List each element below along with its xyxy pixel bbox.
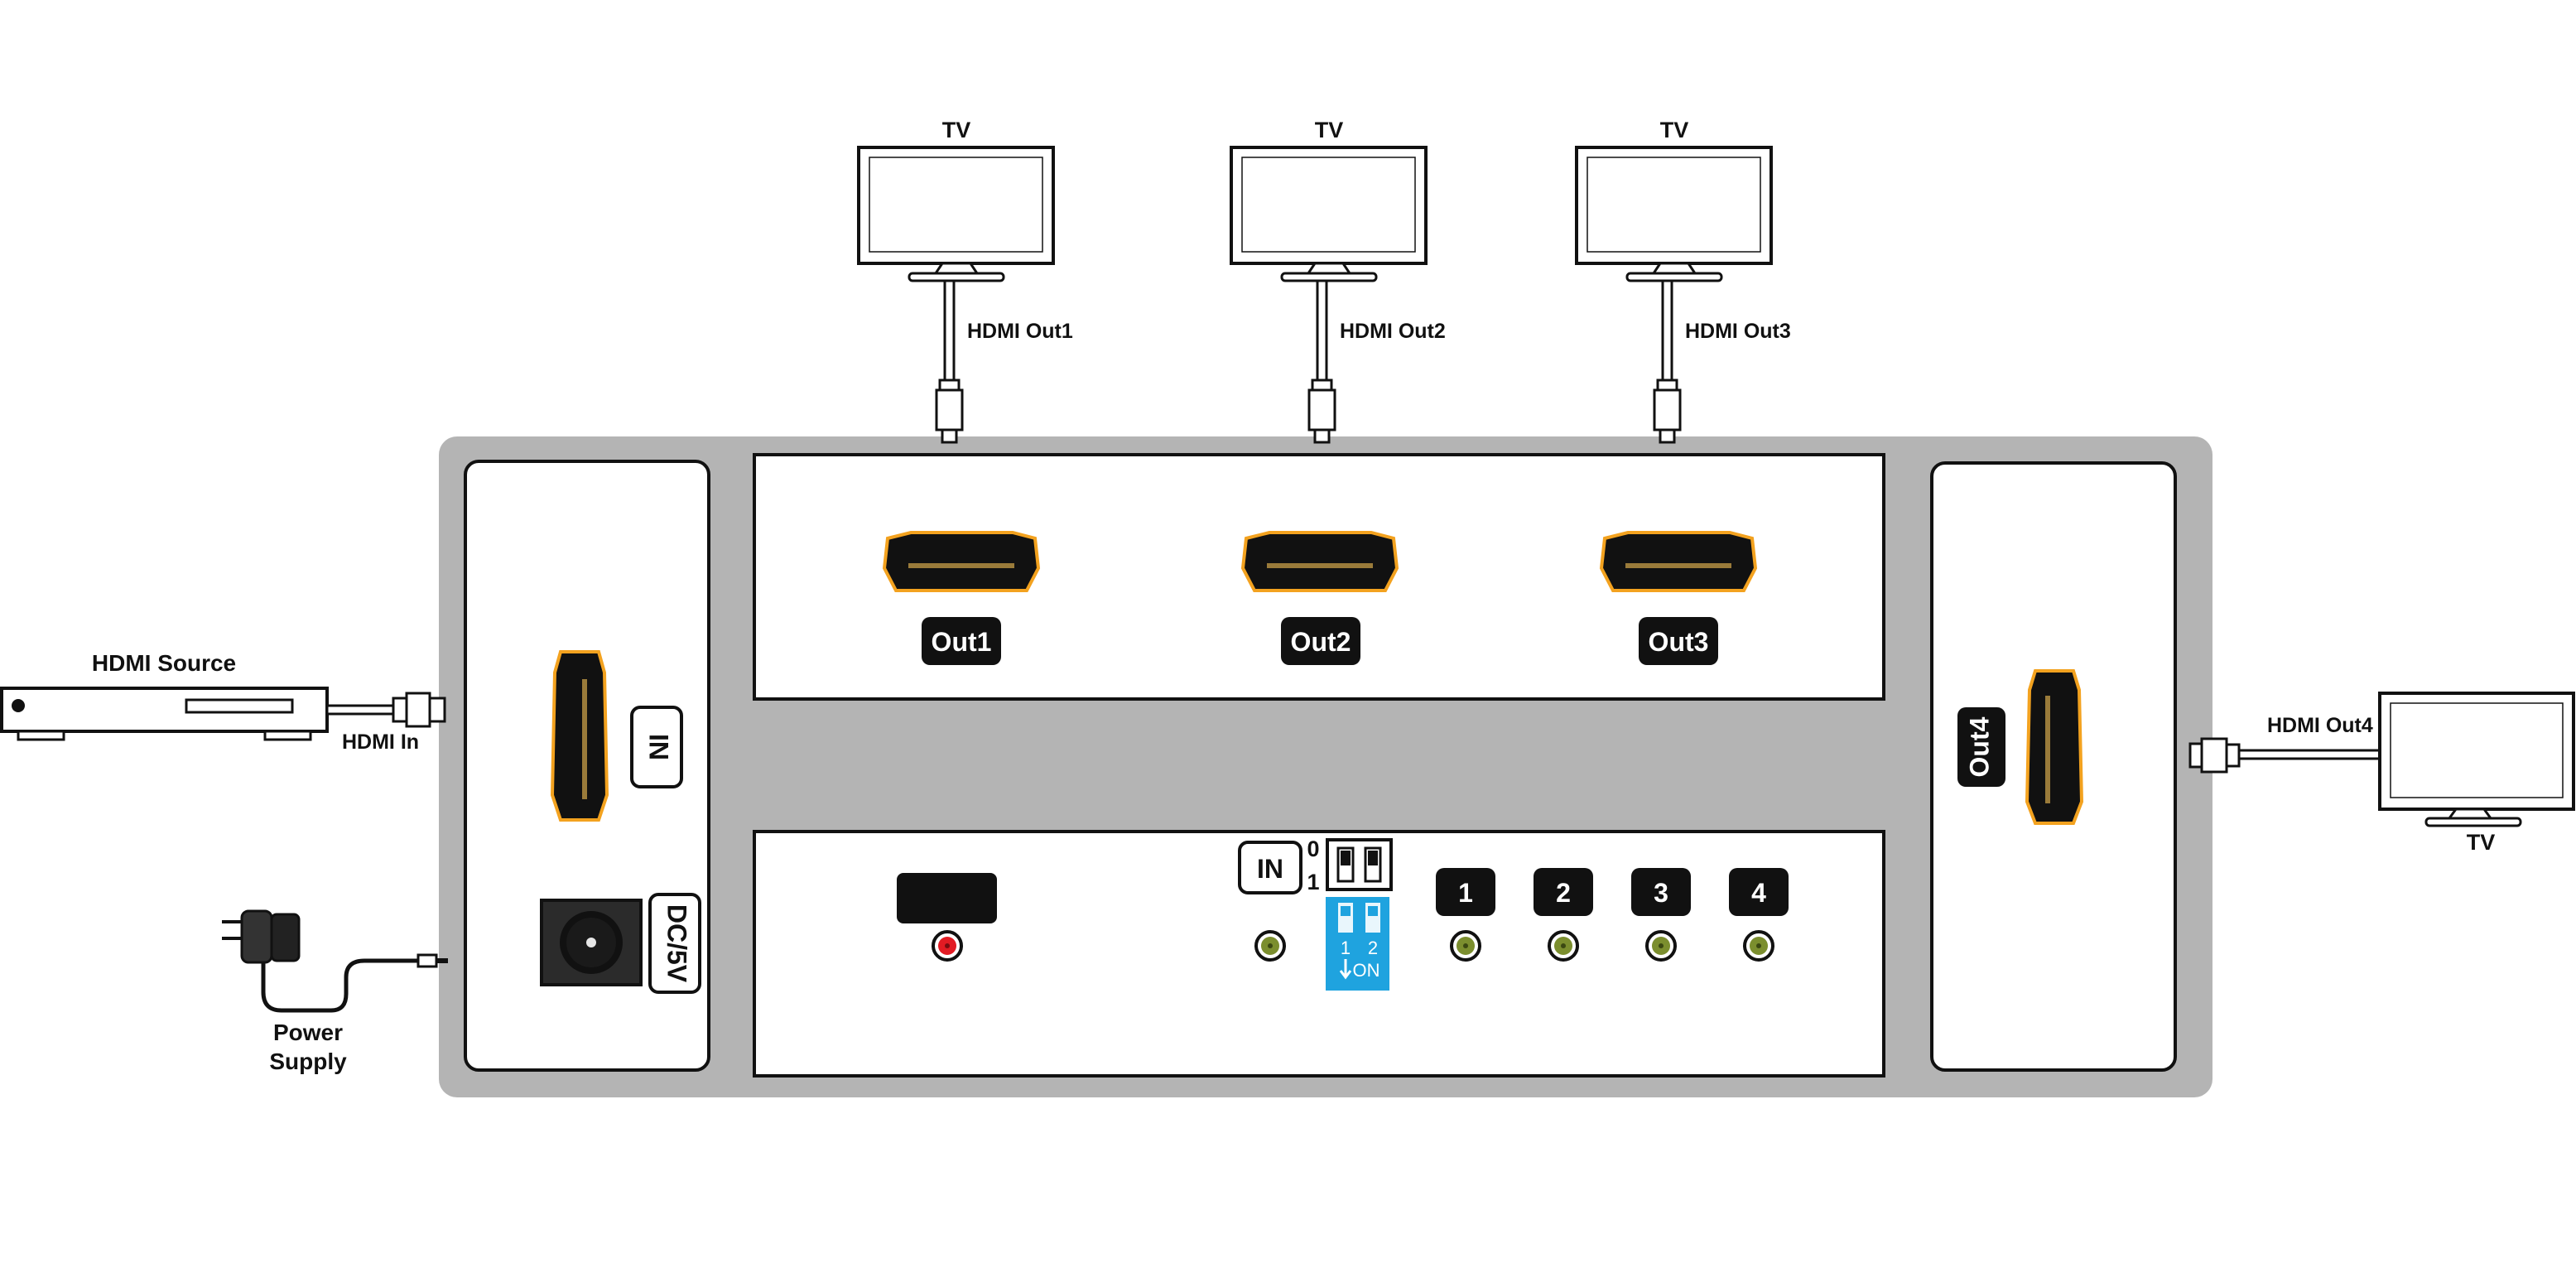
port-label-out1: Out1 <box>932 627 992 657</box>
tv-out2: TV HDMI Out2 <box>1230 118 1446 444</box>
dc-power-jack: DC/5V <box>540 893 701 994</box>
tv-out3: TV HDMI Out3 <box>1575 118 1791 444</box>
control-panel <box>753 830 1885 1078</box>
ir-window <box>897 873 997 923</box>
port-badge-dc5v <box>648 893 701 994</box>
port-badge-in <box>630 706 683 788</box>
dip-legend-1: 1 <box>1307 870 1319 894</box>
hdmi-port-out4: Out4 <box>1957 669 2084 825</box>
tv-label: TV <box>2467 830 2496 855</box>
source-label: HDMI Source <box>92 650 236 676</box>
dip-switch-legend: 0 1 <box>1307 836 1393 894</box>
cable-label-hdmi-in: HDMI In <box>342 730 419 754</box>
port-label-out4: Out4 <box>1964 716 1994 777</box>
port-badge-out3 <box>1639 617 1718 665</box>
power-adapter: Power Supply <box>222 909 448 1074</box>
hdmi-port-out1: Out1 <box>882 531 1041 665</box>
hdmi-port-in: IN <box>550 650 683 822</box>
cable-label-hdmi-out3: HDMI Out3 <box>1685 320 1791 343</box>
dip-legend-0: 0 <box>1307 836 1319 861</box>
tv-label: TV <box>942 118 971 142</box>
channel-badge-3: 3 <box>1654 878 1668 908</box>
port-badge-out1 <box>922 617 1001 665</box>
port-badge-out2 <box>1281 617 1360 665</box>
power-supply-label-line2: Supply <box>269 1049 347 1074</box>
power-led <box>932 930 963 962</box>
in-indicator: IN <box>1238 841 1302 962</box>
power-supply-label-line1: Power <box>273 1020 343 1045</box>
cable-label-hdmi-out2: HDMI Out2 <box>1340 320 1446 343</box>
channel-badge-2: 2 <box>1556 878 1571 908</box>
channel-badge-1: 1 <box>1458 878 1473 908</box>
channel-badge-4: 4 <box>1751 878 1766 908</box>
port-label-in: IN <box>644 734 674 760</box>
in-badge <box>1238 841 1302 894</box>
tv-label: TV <box>1660 118 1689 142</box>
port-label-out2: Out2 <box>1291 627 1351 657</box>
channel-indicator-3: 3 <box>1631 868 1691 962</box>
channel-indicator-4: 4 <box>1729 868 1789 962</box>
hdmi-source-device: HDMI Source HDMI In <box>0 650 446 754</box>
dip-switch[interactable]: 1 2 ON <box>1326 897 1389 991</box>
dip-switch-on: ON <box>1353 960 1380 981</box>
tv-out4: HDMI Out4 TV <box>2188 692 2575 855</box>
dip-switch-num-1: 1 <box>1341 938 1351 958</box>
dip-switch-num-2: 2 <box>1368 938 1378 958</box>
tv-out1: TV HDMI Out1 <box>857 118 1073 444</box>
cable-label-hdmi-out4: HDMI Out4 <box>2267 714 2373 737</box>
cable-label-hdmi-out1: HDMI Out1 <box>967 320 1073 343</box>
tv-label: TV <box>1315 118 1344 142</box>
port-label-out3: Out3 <box>1649 627 1709 657</box>
port-label-dc5v: DC/5V <box>662 904 692 983</box>
channel-indicator-2: 2 <box>1534 868 1593 962</box>
channel-indicator-1: 1 <box>1436 868 1495 962</box>
port-badge-out4 <box>1957 707 2005 787</box>
arrow-down-icon <box>1339 959 1352 980</box>
in-badge-label: IN <box>1257 854 1283 884</box>
hdmi-port-out3: Out3 <box>1599 531 1758 665</box>
hdmi-port-out2: Out2 <box>1240 531 1399 665</box>
